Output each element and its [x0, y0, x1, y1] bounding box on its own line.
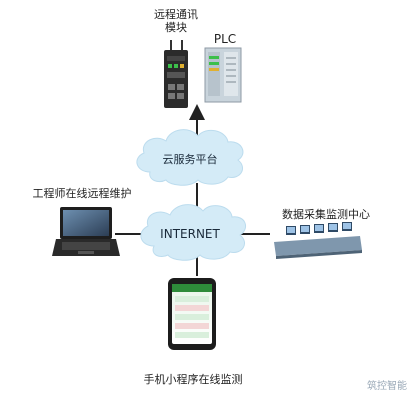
internet-cloud-shape [140, 204, 247, 261]
datacenter-illustration [274, 222, 362, 259]
internet-cloud: INTERNET [140, 204, 247, 261]
datacenter-label: 数据采集监测中心 [282, 208, 370, 221]
cloud-platform-shape [136, 129, 244, 186]
mobile-phone [168, 278, 216, 350]
mobile-label: 手机小程序在线监测 [143, 373, 243, 386]
remote-module-device [164, 40, 188, 108]
watermark: 筑控智能 [367, 381, 407, 392]
engineer-laptop [52, 207, 120, 256]
internet-label: INTERNET [160, 227, 220, 241]
cloud-platform: 云服务平台 [136, 129, 244, 186]
plc-device [204, 47, 242, 103]
engineer-label: 工程师在线远程维护 [32, 187, 132, 200]
plc-label: PLC [213, 32, 237, 46]
cloud-platform-label: 云服务平台 [163, 152, 218, 166]
remote-module-label: 远程通讯 模块 [154, 8, 198, 34]
